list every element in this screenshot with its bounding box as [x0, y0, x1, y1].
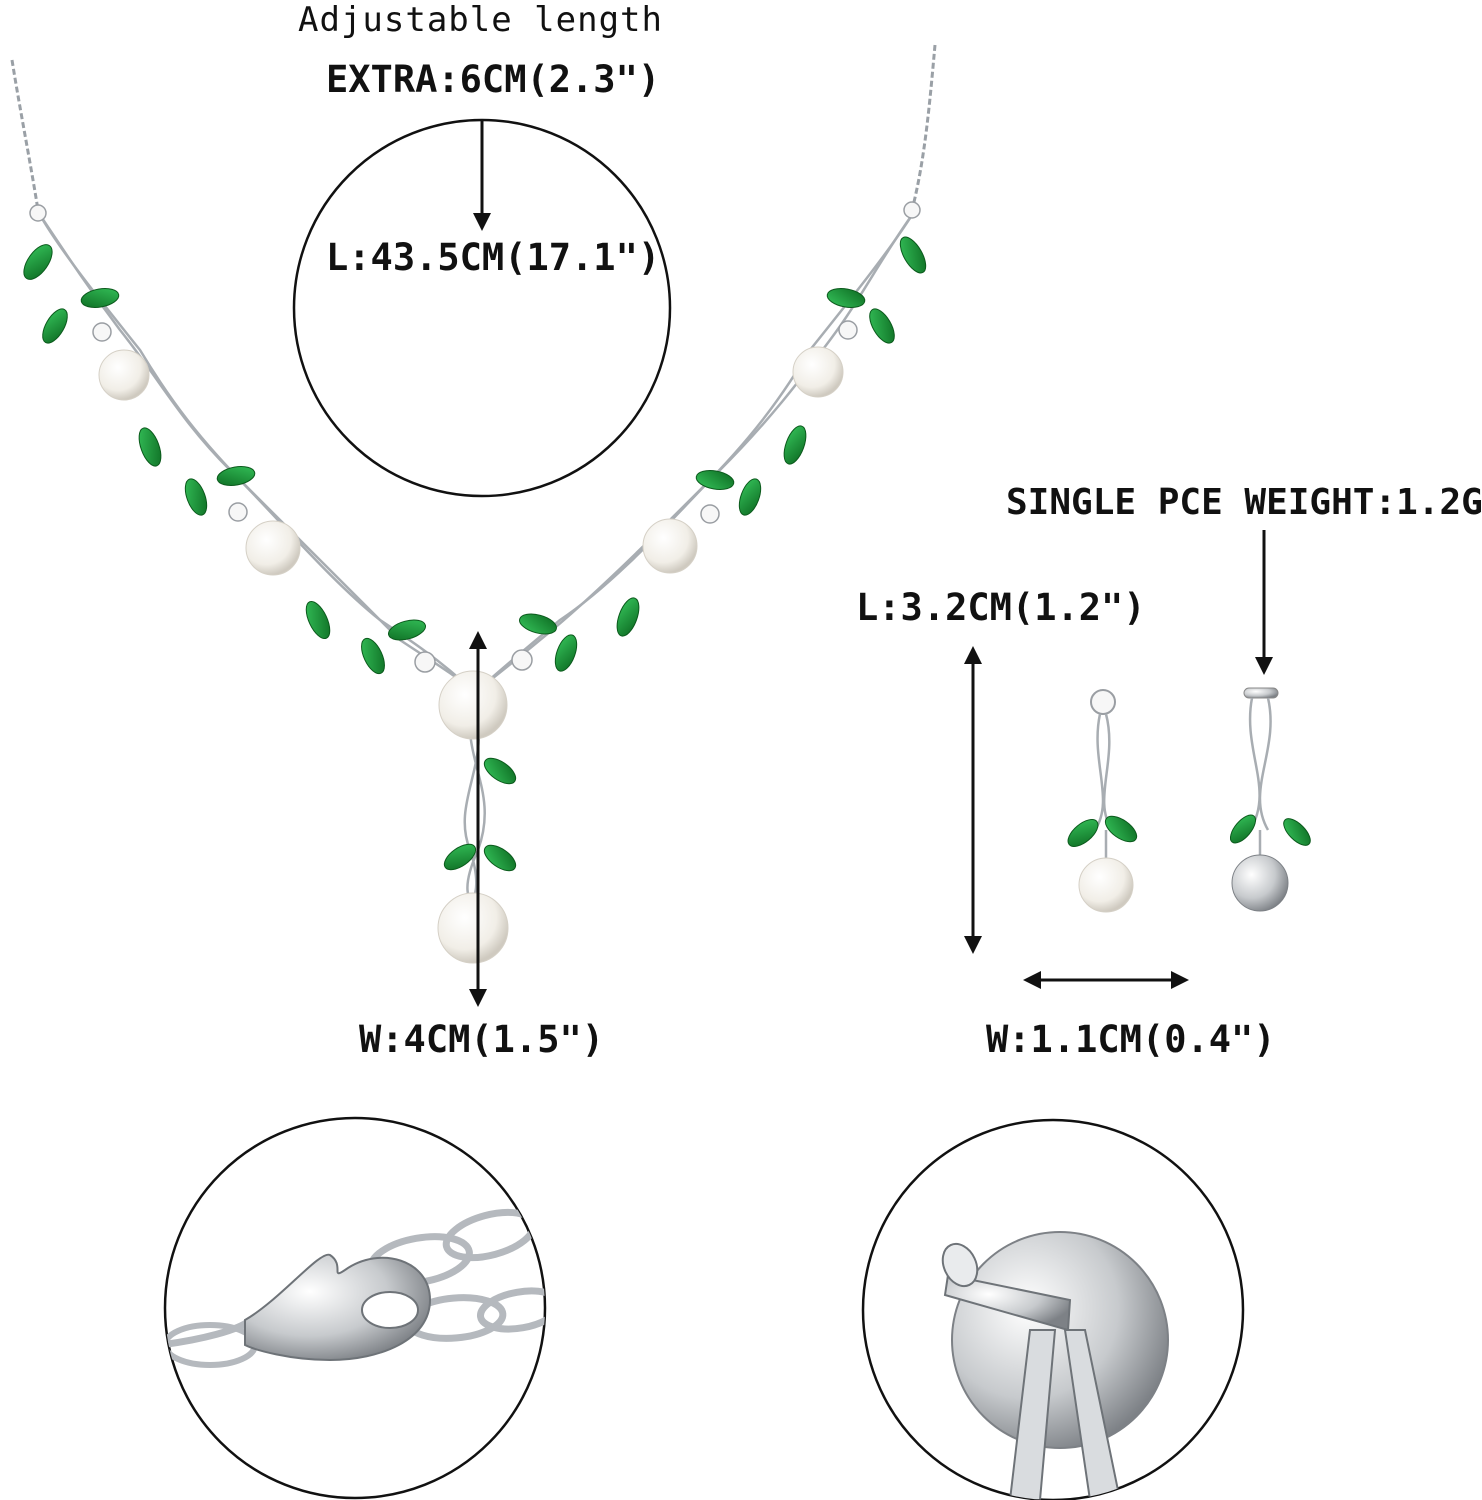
adjustable-length-label: Adjustable length — [298, 0, 663, 40]
earring-length-label: L:3.2CM(1.2") — [856, 586, 1146, 629]
necklace-crystals — [29, 201, 921, 673]
earring-width-label: W:1.1CM(0.4") — [986, 1018, 1276, 1061]
clasp-detail — [163, 1116, 547, 1500]
necklace-length-label: L:43.5CM(17.1") — [326, 236, 661, 279]
earring-front — [1067, 689, 1138, 913]
earnut-detail — [861, 1118, 1245, 1500]
extra-length-label: EXTRA:6CM(2.3") — [326, 58, 661, 101]
necklace-width-label: W:4CM(1.5") — [359, 1018, 605, 1061]
single-piece-weight-label: SINGLE PCE WEIGHT:1.2G — [1006, 482, 1482, 523]
dimension-arrows — [469, 120, 1273, 1007]
necklace-chain — [10, 44, 937, 211]
earring-back — [1229, 687, 1311, 912]
necklace-leaves — [23, 236, 927, 872]
necklace-vine — [38, 214, 914, 902]
